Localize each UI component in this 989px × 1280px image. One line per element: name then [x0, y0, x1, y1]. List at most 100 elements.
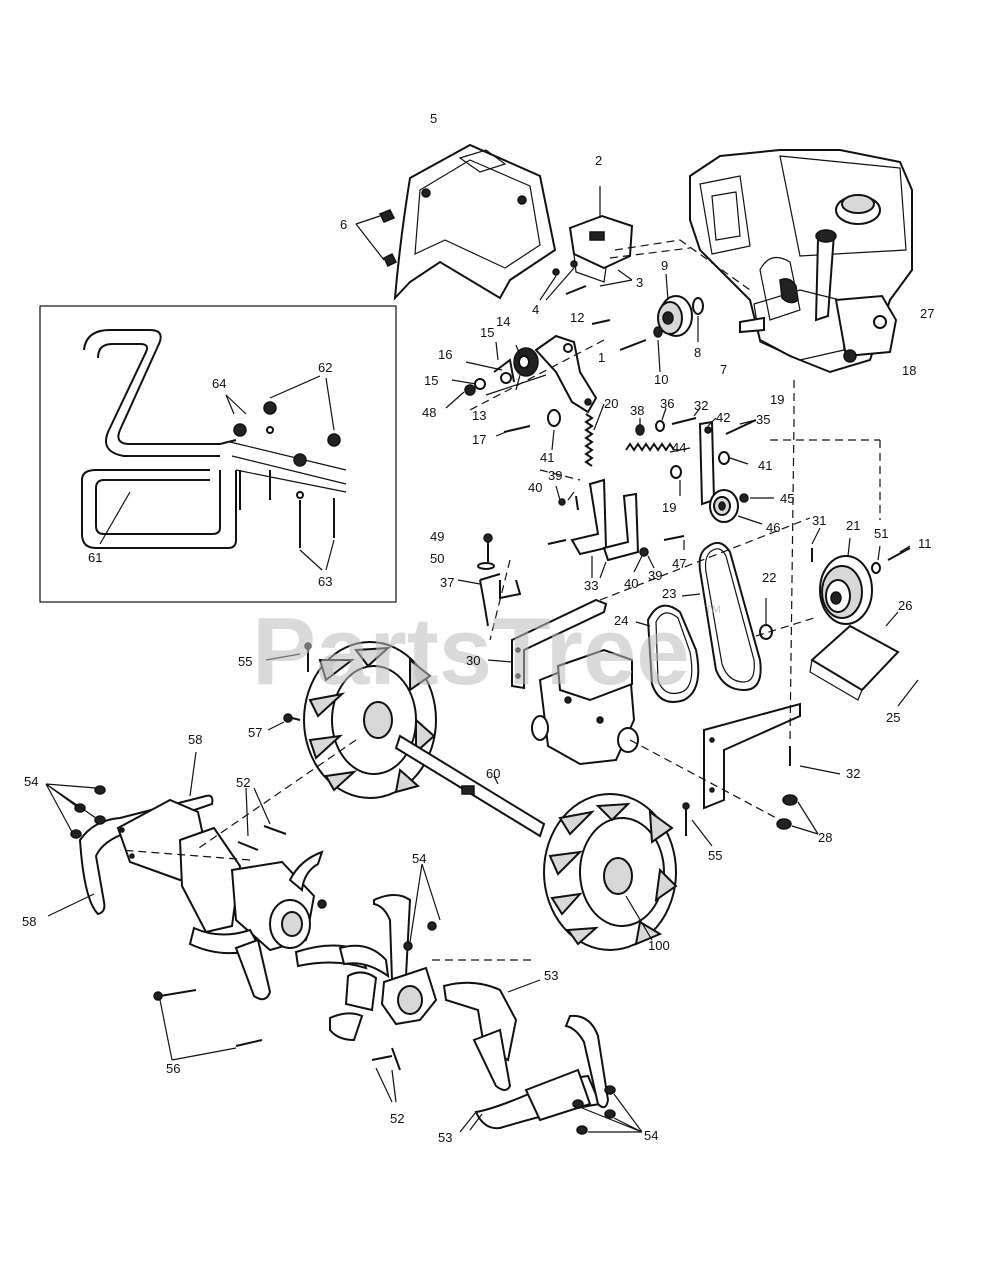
callout-57: 57 — [248, 725, 262, 740]
callout-5: 5 — [430, 111, 437, 126]
callout-31: 31 — [812, 513, 826, 528]
belt-cover-5 — [393, 143, 557, 301]
callout-55b: 55 — [708, 848, 722, 863]
callout-14: 14 — [496, 314, 510, 329]
callout-41b: 41 — [758, 458, 772, 473]
callout-11: 11 — [918, 536, 932, 551]
callout-63: 63 — [318, 574, 332, 589]
callout-15b: 15 — [424, 373, 438, 388]
callout-58b: 58 — [22, 914, 36, 929]
transmission — [531, 648, 639, 766]
callout-54c: 54 — [644, 1128, 658, 1143]
callout-60: 60 — [486, 766, 500, 781]
callout-56: 56 — [166, 1061, 180, 1076]
callout-27: 27 — [920, 306, 934, 321]
callout-51: 51 — [874, 526, 888, 541]
wheel-right — [543, 793, 678, 951]
callout-19b: 19 — [662, 500, 676, 515]
callout-53b: 53 — [438, 1130, 452, 1145]
callout-16: 16 — [438, 347, 452, 362]
callout-35: 35 — [756, 412, 770, 427]
nut-bolt-64 — [225, 375, 341, 571]
callout-38: 38 — [630, 403, 644, 418]
callout-55a: 55 — [238, 654, 252, 669]
callout-62: 62 — [318, 360, 332, 375]
watermark-trademark: ™ — [704, 602, 722, 622]
bracket-plate — [703, 702, 801, 810]
tine-assembly-left — [78, 794, 368, 1001]
callout-17: 17 — [472, 432, 486, 447]
callout-15a: 15 — [480, 325, 494, 340]
callout-47: 47 — [672, 556, 686, 571]
callout-28: 28 — [818, 830, 832, 845]
handle-inset — [39, 305, 397, 603]
callout-37: 37 — [440, 575, 454, 590]
pulley-21 — [819, 555, 873, 625]
idler-arm-13 — [534, 334, 598, 414]
callout-9: 9 — [661, 258, 668, 273]
bracket-2 — [568, 214, 634, 283]
callout-49: 49 — [430, 529, 444, 544]
callout-4: 4 — [532, 302, 539, 317]
callout-46: 46 — [766, 520, 780, 535]
callout-3: 3 — [636, 275, 643, 290]
callout-6: 6 — [340, 217, 347, 232]
callout-25: 25 — [886, 710, 900, 725]
callout-39a: 39 — [548, 468, 562, 483]
belt-24 — [646, 604, 700, 703]
callout-20: 20 — [604, 396, 618, 411]
callout-labels: 5 2 6 3 4 9 12 14 15 16 15 48 13 1 10 8 … — [22, 111, 934, 1145]
callout-23: 23 — [662, 586, 676, 601]
callout-52a: 52 — [236, 775, 250, 790]
callout-22: 22 — [762, 570, 776, 585]
callout-50: 50 — [430, 551, 444, 566]
axle-60 — [394, 734, 546, 838]
callout-19a: 19 — [770, 392, 784, 407]
callout-39b: 39 — [648, 568, 662, 583]
callout-54b: 54 — [412, 851, 426, 866]
callout-42: 42 — [716, 410, 730, 425]
callout-41a: 41 — [540, 450, 554, 465]
callout-26: 26 — [898, 598, 912, 613]
spring-44 — [625, 442, 675, 452]
bracket-37 — [479, 573, 522, 627]
callout-64: 64 — [212, 376, 226, 391]
callout-7: 7 — [720, 362, 727, 377]
tine-assembly-right — [329, 894, 610, 1130]
callout-2: 2 — [595, 153, 602, 168]
callout-36: 36 — [660, 396, 674, 411]
belt-23 — [698, 541, 762, 692]
callout-1: 1 — [598, 350, 605, 365]
callout-45: 45 — [780, 491, 794, 506]
callout-61: 61 — [88, 550, 102, 565]
handle-part-61 — [81, 329, 237, 549]
engine — [689, 149, 913, 374]
idler-pulley-14 — [513, 347, 539, 377]
pulley-46 — [709, 489, 739, 523]
frame-30 — [511, 598, 608, 690]
callout-33: 33 — [584, 578, 598, 593]
callout-100: 100 — [648, 938, 670, 953]
callout-58a: 58 — [188, 732, 202, 747]
callout-21: 21 — [846, 518, 860, 533]
callout-32b: 32 — [846, 766, 860, 781]
callout-48: 48 — [422, 405, 436, 420]
callout-30: 30 — [466, 653, 480, 668]
callout-8: 8 — [694, 345, 701, 360]
wheel-left — [303, 641, 437, 799]
callout-32a: 32 — [694, 398, 708, 413]
callout-40b: 40 — [624, 576, 638, 591]
callout-52b: 52 — [390, 1111, 404, 1126]
callout-54a: 54 — [24, 774, 38, 789]
watermark: PartsTree — [252, 598, 690, 705]
callout-53a: 53 — [544, 968, 558, 983]
spring-20 — [584, 413, 594, 467]
callout-24: 24 — [614, 613, 628, 628]
lever-42 — [698, 420, 716, 506]
callout-12: 12 — [570, 310, 584, 325]
callout-44: 44 — [672, 440, 686, 455]
callout-40a: 40 — [528, 480, 542, 495]
plate-26 — [809, 624, 900, 701]
callout-18: 18 — [902, 363, 916, 378]
